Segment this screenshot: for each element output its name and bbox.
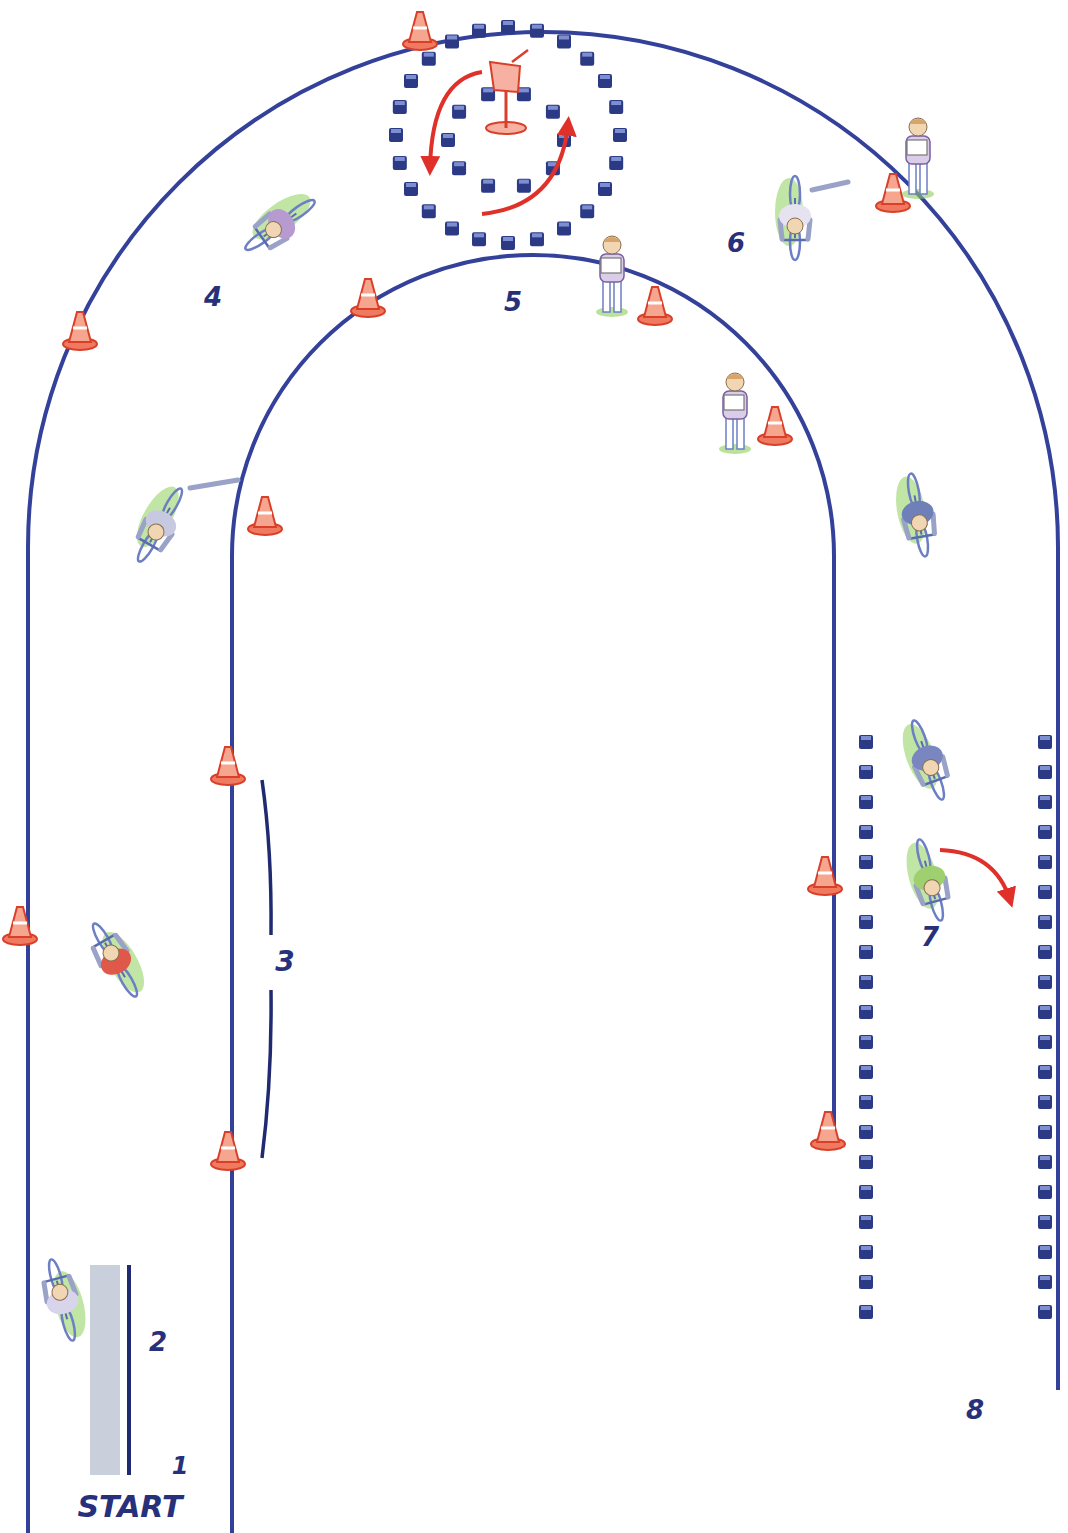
cube-marker [609,100,623,114]
cube-marker [859,1065,873,1079]
callout-number: 1 [172,1454,189,1478]
callout-number: 6 [727,230,745,256]
cube-marker [859,975,873,989]
cube-marker [422,204,436,218]
bracket [262,780,271,935]
callout-number: 7 [921,924,939,950]
cube-marker [1038,945,1052,959]
cube-marker [859,1125,873,1139]
cube-marker [393,100,407,114]
observers [596,118,934,454]
cube-marker [1038,1095,1052,1109]
cube-marker [472,232,486,246]
cube-marker [546,105,560,119]
bracket [262,990,271,1158]
cube-marker [422,52,436,66]
cube-marker [472,24,486,38]
cube-marker [859,1305,873,1319]
cube-marker [452,161,466,175]
cube-marker [393,156,407,170]
post-symbol [486,50,528,134]
cube-marker [1038,765,1052,779]
cube-marker [481,179,495,193]
cube-marker [859,915,873,929]
cube-marker [1038,1215,1052,1229]
cube-marker [501,236,515,250]
cube-marker [859,765,873,779]
cube-marker [613,128,627,142]
narrow-lane [90,1265,120,1475]
start-label: START [77,1492,182,1522]
cube-marker [859,1275,873,1289]
cube-marker [859,885,873,899]
cube-marker [1038,885,1052,899]
cones [3,12,910,1170]
cube-marker [404,182,418,196]
cube-marker [530,232,544,246]
cube-marker [859,855,873,869]
cube-marker [1038,915,1052,929]
lane-line [127,1265,131,1475]
cube-marker [598,74,612,88]
callout-number: 8 [966,1397,984,1423]
turn-arrow [482,124,568,214]
cube-marker [1038,1125,1052,1139]
callout-number: 4 [204,284,222,310]
cube-marker [609,156,623,170]
cube-marker [1038,1245,1052,1259]
cube-marker [859,825,873,839]
cube-marker [859,1095,873,1109]
outer-track-line [28,32,1058,1533]
cube-marker [1038,795,1052,809]
cube-marker [859,735,873,749]
cube-marker [1038,855,1052,869]
cube-marker [389,128,403,142]
cube-markers [389,20,1052,1319]
cube-marker [859,1185,873,1199]
cube-marker [501,20,515,34]
cube-marker [557,222,571,236]
cube-marker [859,945,873,959]
cyclists [36,176,958,1345]
cube-marker [1038,825,1052,839]
cube-marker [404,74,418,88]
turn-arrow [430,72,482,168]
cube-marker [441,133,455,147]
callout-number: 5 [504,289,522,315]
cube-marker [580,204,594,218]
callout-number: 3 [275,948,294,976]
inner-track-line [232,255,834,1533]
cube-marker [1038,1275,1052,1289]
swerve-arrow [940,850,1010,900]
cube-marker [859,1155,873,1169]
cube-marker [598,182,612,196]
cube-marker [445,34,459,48]
cube-marker [859,1035,873,1049]
cube-marker [1038,1305,1052,1319]
cube-marker [557,34,571,48]
cube-marker [445,222,459,236]
callout-number: 2 [149,1329,167,1355]
cube-marker [1038,735,1052,749]
cube-marker [859,1245,873,1259]
cube-marker [1038,1065,1052,1079]
cube-marker [530,24,544,38]
cube-marker [452,105,466,119]
cube-marker [859,795,873,809]
cube-marker [1038,1185,1052,1199]
cube-marker [517,179,531,193]
cube-marker [859,1215,873,1229]
cube-marker [1038,975,1052,989]
cube-marker [1038,1035,1052,1049]
cube-marker [580,52,594,66]
cube-marker [1038,1005,1052,1019]
cube-marker [859,1005,873,1019]
cube-marker [1038,1155,1052,1169]
